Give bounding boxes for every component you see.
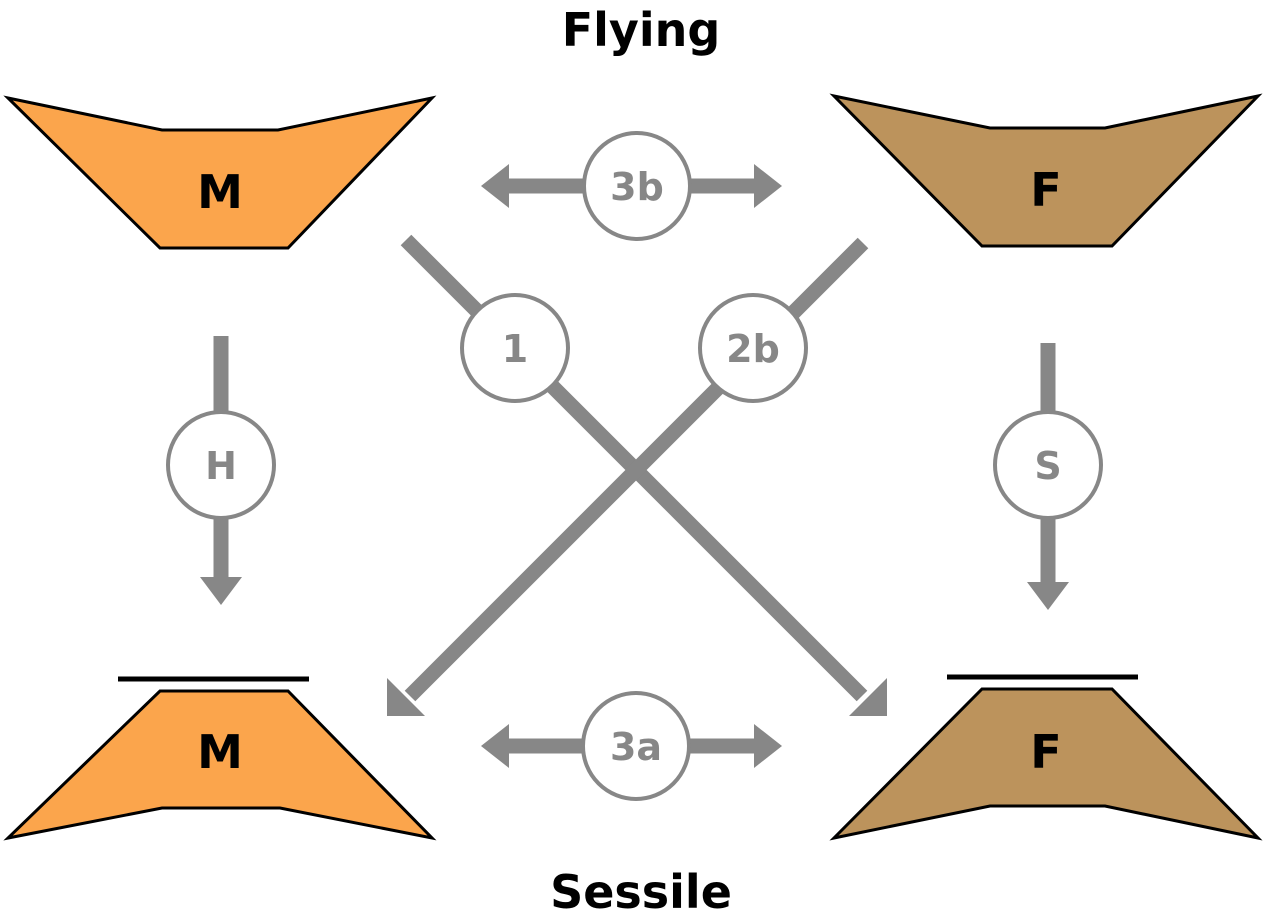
arrow-3b: 3b: [481, 131, 782, 241]
female-sessile-shape: [829, 687, 1263, 841]
arrow-h: H: [166, 336, 276, 605]
badge-2b: [698, 293, 808, 403]
male-sessile-shape: [3, 689, 437, 841]
badge-3b: [582, 131, 692, 241]
arrow-3a: 3a: [481, 691, 782, 801]
badge-3a: [581, 691, 691, 801]
badge-3b-label: 3b: [610, 165, 664, 209]
arrow-2b: 2b: [387, 237, 869, 716]
female-flying-shape: [829, 93, 1263, 248]
arrow-1: 1: [400, 234, 887, 716]
male-flying-shape: [3, 95, 437, 250]
heading-sessile: Sessile: [550, 865, 732, 919]
badge-1-label: 1: [502, 327, 528, 371]
female-flying-node: F: [829, 93, 1263, 248]
badge-2b-label: 2b: [726, 327, 780, 371]
badge-h-label: H: [205, 444, 237, 488]
badge-h: [166, 410, 276, 520]
badge-s: [993, 410, 1103, 520]
female-sessile-label: F: [1030, 725, 1061, 779]
female-sessile-node: F: [829, 674, 1263, 841]
badge-1: [460, 293, 570, 403]
male-sessile-node: M: [3, 676, 437, 841]
male-flying-label: M: [197, 165, 243, 219]
badge-3a-label: 3a: [610, 725, 662, 769]
arrow-s: S: [993, 343, 1103, 610]
badge-s-label: S: [1034, 444, 1061, 488]
male-sessile-label: M: [197, 725, 243, 779]
male-flying-node: M: [3, 95, 437, 250]
female-flying-label: F: [1030, 163, 1061, 217]
heading-flying: Flying: [562, 3, 721, 57]
